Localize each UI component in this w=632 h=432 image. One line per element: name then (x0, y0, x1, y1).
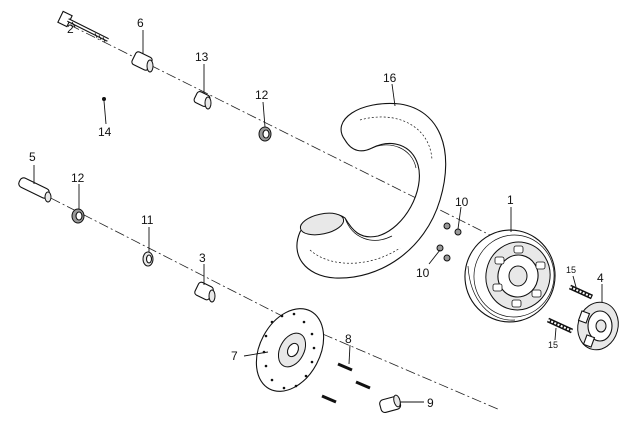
callout-labels: 6 2 13 14 12 16 5 12 11 3 1 10 10 4 15 1… (29, 16, 604, 410)
axle-bolt (57, 10, 109, 43)
callout-12-upper: 12 (255, 88, 269, 102)
callout-15-upper: 15 (566, 265, 576, 275)
axle-nut (131, 51, 154, 73)
callout-3: 3 (199, 251, 206, 265)
cotter-pin (102, 97, 106, 101)
callout-10-upper: 10 (455, 195, 469, 209)
callout-7: 7 (231, 349, 238, 363)
callout-15-lower: 15 (548, 340, 558, 350)
callout-leaders (33, 21, 603, 403)
tire (296, 102, 447, 279)
bearing-lower (71, 208, 85, 224)
seal (142, 251, 154, 267)
wheel-studs (546, 284, 594, 334)
spacer-upper (193, 91, 212, 110)
callout-16: 16 (383, 71, 397, 85)
callout-11: 11 (141, 213, 154, 227)
callout-12-lower: 12 (71, 171, 85, 185)
upper-axle-centerline (69, 24, 521, 251)
brake-disc (255, 308, 325, 392)
callout-1: 1 (507, 193, 514, 207)
lower-axle-centerline (34, 189, 291, 321)
rim-bolts (436, 222, 462, 262)
spacer-sleeve (379, 394, 402, 414)
wheel-hub (577, 301, 619, 351)
callout-8: 8 (345, 332, 352, 346)
bearing-upper (258, 126, 272, 142)
callout-9: 9 (427, 396, 434, 410)
callout-14: 14 (98, 125, 112, 139)
callout-6: 6 (137, 16, 144, 30)
center-axis-lines (34, 24, 521, 411)
callout-10-lower: 10 (416, 266, 430, 280)
callout-2: 2 (67, 22, 74, 36)
lower-axle-centerline-end (289, 319, 501, 411)
collar (194, 281, 216, 303)
wheel-rim (464, 229, 556, 323)
disc-bolts (321, 362, 371, 404)
axle-pin (18, 177, 52, 203)
callout-13: 13 (195, 50, 209, 64)
callout-4: 4 (597, 271, 604, 285)
callout-5: 5 (29, 150, 36, 164)
